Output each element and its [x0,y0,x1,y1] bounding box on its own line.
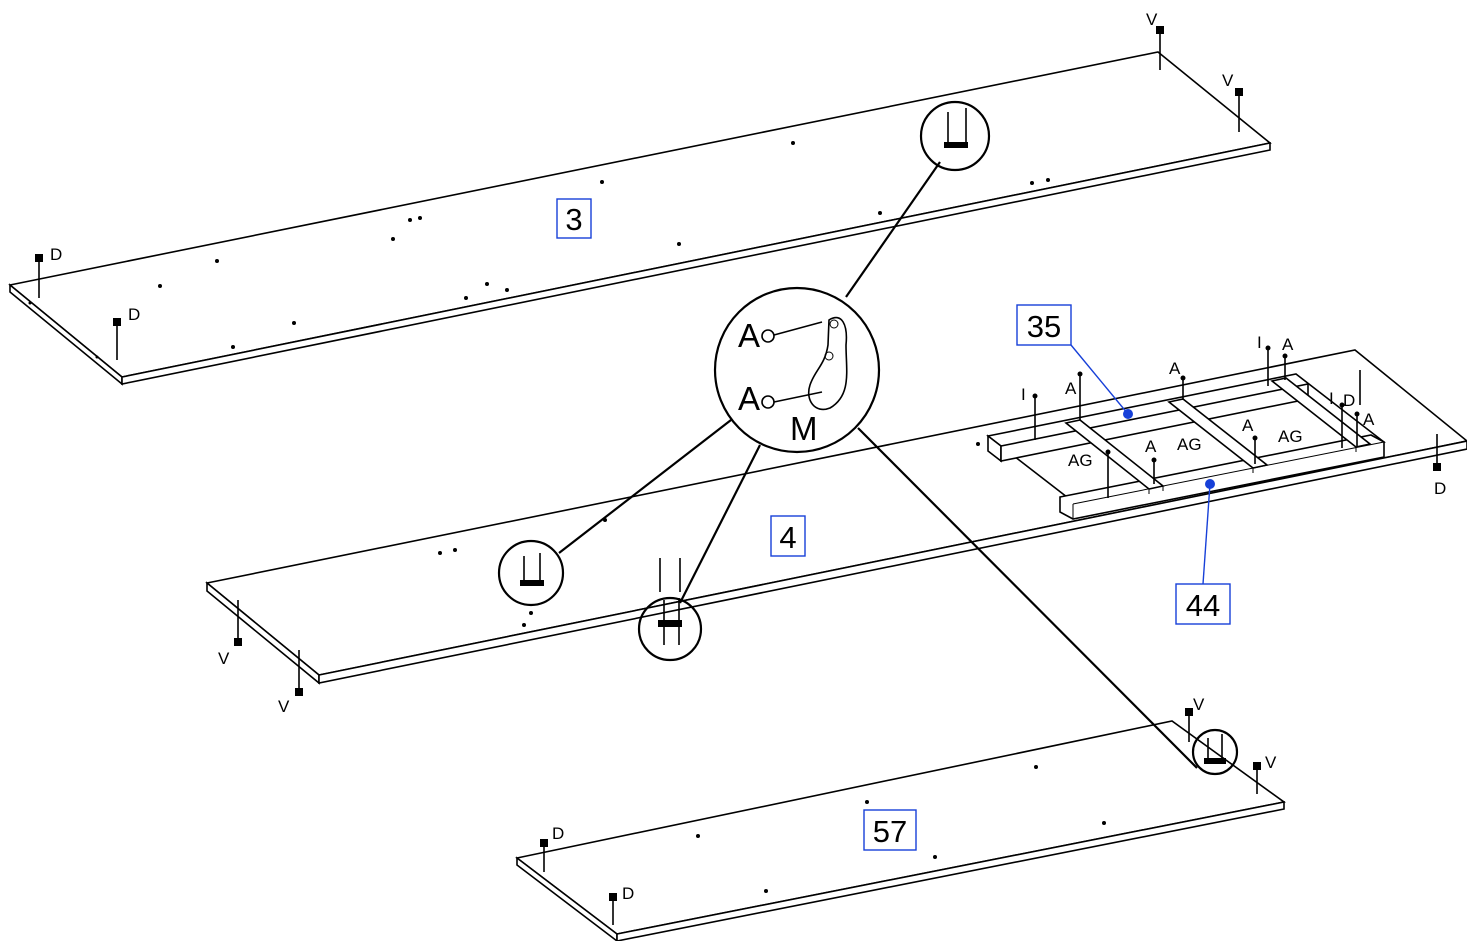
label-a: A [1169,359,1181,378]
part-number-44: 44 [1186,588,1220,623]
panel-3 [8,51,1272,386]
label-d: D [1434,479,1446,498]
detail-circle-left [497,539,565,607]
label-v: V [218,649,230,668]
panel-57 [515,720,1286,941]
label-v: V [1146,10,1158,29]
label-ag: AG [1068,451,1093,470]
callout-3: 3 [556,198,592,239]
label-d: D [552,824,564,843]
label-a: A [1065,379,1077,398]
label-i: I [1329,389,1334,408]
detail-circle-main [713,286,881,454]
leader-lines [558,161,1198,769]
label-a-detail: A [738,317,760,354]
part-number-57: 57 [873,814,907,849]
cam-fittings [35,26,1261,925]
label-a: A [1242,416,1254,435]
label-i: I [1021,385,1026,404]
label-a: A [1145,437,1157,456]
label-d: D [622,884,634,903]
hardware-labels: V V D D V V V V D D D I A A I A I D A A … [50,10,1446,903]
label-a-detail: A [738,380,760,417]
label-v: V [1222,71,1234,90]
label-v: V [1265,753,1277,772]
callout-44-dot [1205,479,1215,489]
label-a: A [1363,410,1375,429]
label-v: V [1193,695,1205,714]
callout-44: 44 [1175,479,1231,625]
label-ag: AG [1177,435,1202,454]
detail-circle-bottom [1191,728,1239,776]
label-ag: AG [1278,427,1303,446]
label-d: D [1343,391,1355,410]
label-d: D [50,245,62,264]
part-number-3: 3 [565,202,582,237]
label-a: A [1282,335,1294,354]
label-i: I [1257,333,1262,352]
label-d: D [128,305,140,324]
callout-35-dot [1123,409,1133,419]
rail-frame [986,345,1441,520]
part-number-35: 35 [1027,309,1061,344]
detail-circle-top [919,100,991,172]
callout-4: 4 [770,515,806,557]
callout-35: 35 [1016,304,1133,419]
label-m-detail: M [790,410,818,447]
callout-57: 57 [863,809,917,851]
detail-circle-front [637,558,703,662]
part-number-4: 4 [779,520,796,555]
label-v: V [278,697,290,716]
